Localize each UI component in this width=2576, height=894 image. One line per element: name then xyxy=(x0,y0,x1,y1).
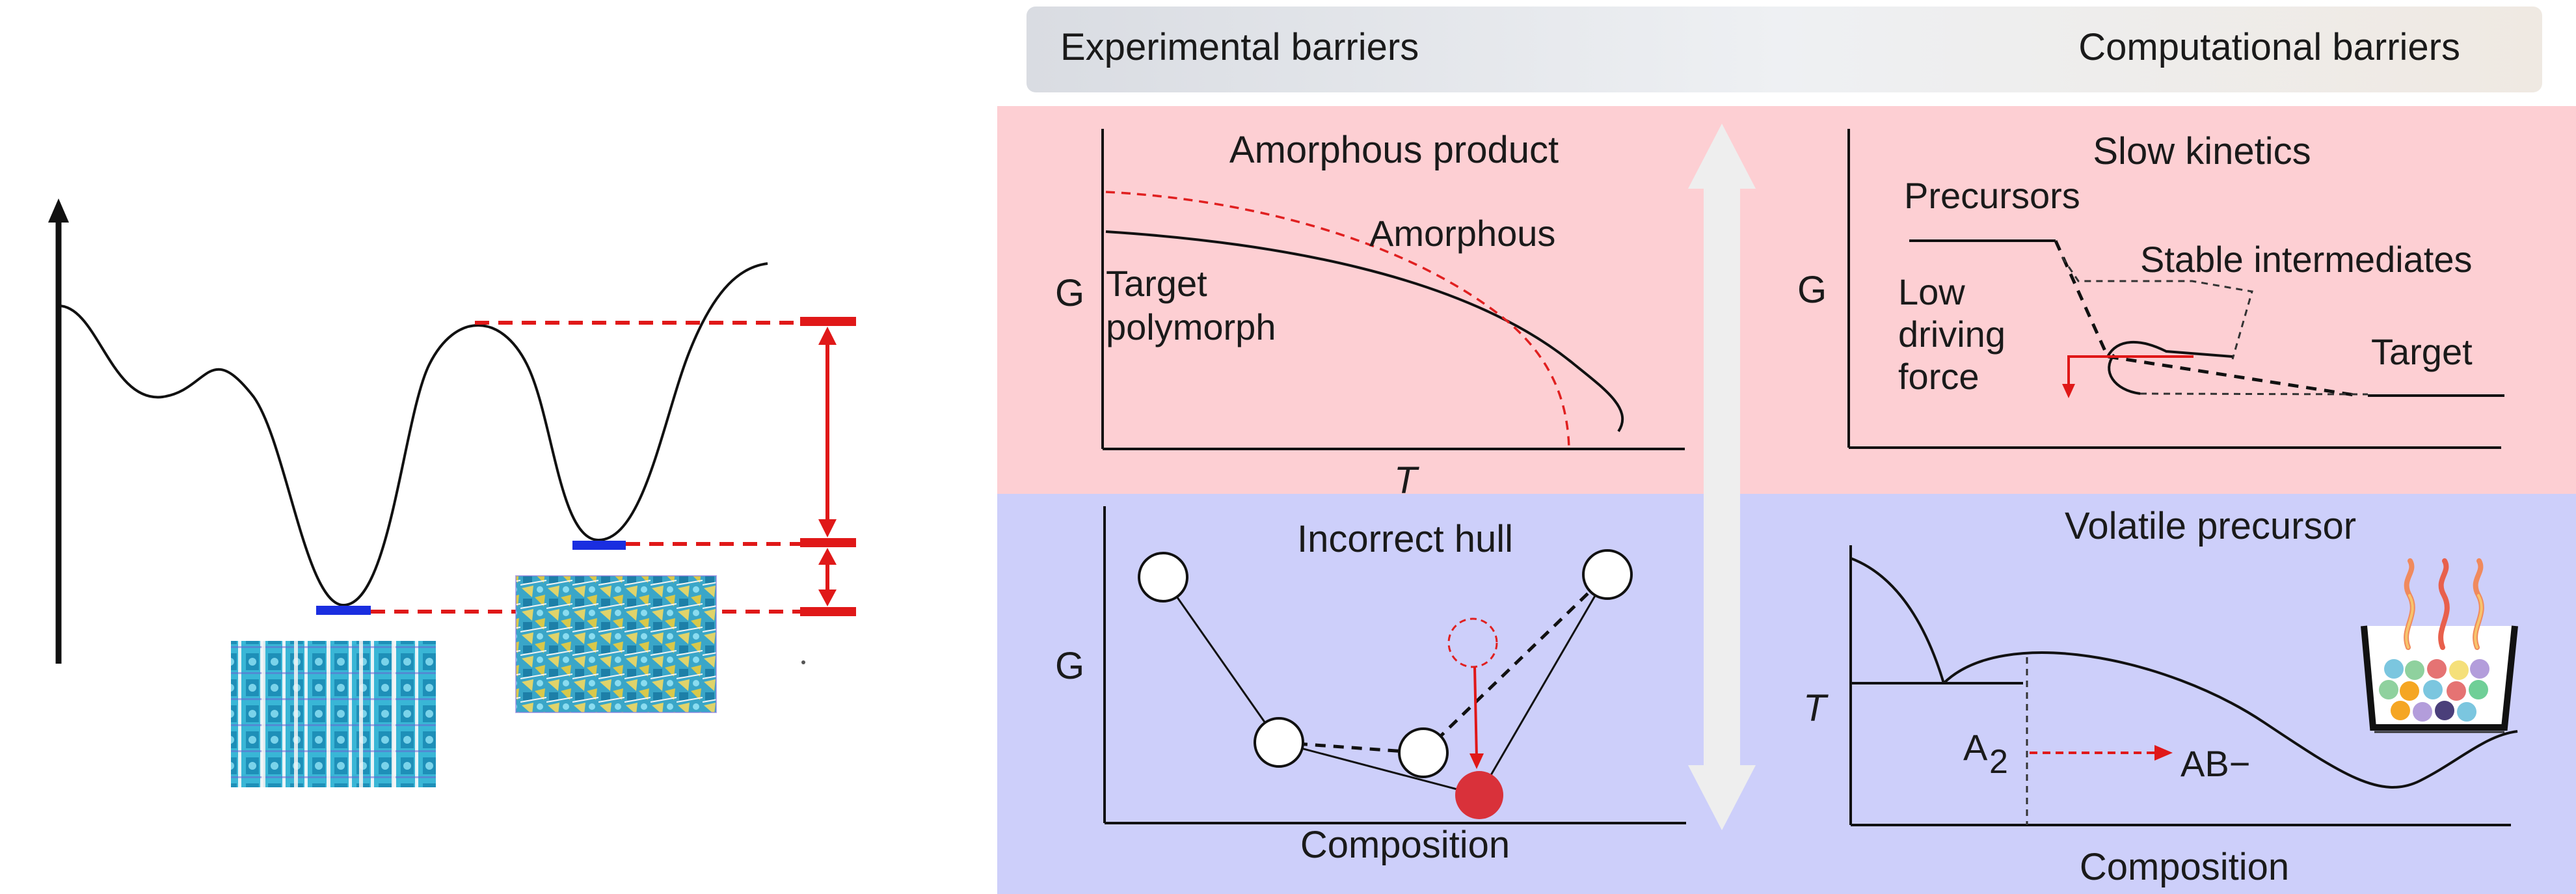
hull-shift-arrowhead xyxy=(1469,753,1484,769)
header-bar xyxy=(1026,7,2542,92)
barrier-arrowhead-up xyxy=(818,327,837,345)
amorphous-y-label: G xyxy=(1055,272,1084,314)
volatile-y-label: T xyxy=(1803,687,1829,729)
amorphous-title: Amorphous product xyxy=(1229,129,1559,171)
hull-y-label: G xyxy=(1055,645,1084,687)
panel-volatile: Volatile precursor T Composition A 2 AB− xyxy=(1803,505,2518,888)
low-driving-label-3: force xyxy=(1898,356,1979,397)
target-label-line1: Target xyxy=(1106,263,1207,304)
a2-subscript: 2 xyxy=(1989,743,2008,781)
hull-edge-3 xyxy=(1478,574,1609,796)
liquidus-left xyxy=(1850,557,1945,684)
hull-x-label: Composition xyxy=(1300,824,1510,866)
hull-node-mid xyxy=(1254,717,1304,768)
crystal-structure-ordered xyxy=(231,641,436,787)
amorphous-curve xyxy=(1105,191,1570,450)
panel-amorphous: Amorphous product G T Amorphous Target p… xyxy=(1055,129,1685,502)
precursors-label: Precursors xyxy=(1904,175,2080,216)
crystal-structure-disordered xyxy=(515,575,717,713)
precursors-to-target-dashed xyxy=(2054,239,2359,398)
hull-node-true xyxy=(1455,771,1503,819)
stable-intermediates-label: Stable intermediates xyxy=(2140,239,2473,280)
target-polymorph-curve xyxy=(1105,230,1624,433)
hull-node-left xyxy=(1138,552,1188,603)
incorrect-hull-2 xyxy=(1422,573,1609,754)
driving-force-arrowhead xyxy=(2062,384,2075,398)
hull-shift-arrow xyxy=(1473,666,1478,759)
hull-edge-1 xyxy=(1162,576,1280,743)
heat-waves-icon xyxy=(2404,558,2484,650)
energy-axis-arrowhead xyxy=(48,198,69,223)
hull-node-missing xyxy=(1447,617,1498,668)
driving-force-arrow xyxy=(2067,355,2194,389)
hull-title: Incorrect hull xyxy=(1297,518,1513,560)
liquidus-right xyxy=(1942,651,2518,789)
hull-node-right-low xyxy=(1398,727,1449,778)
crucible-icon xyxy=(2361,625,2518,733)
energy-landscape xyxy=(48,198,856,787)
barrier-arrowhead-down xyxy=(818,519,837,537)
low-driving-label-1: Low xyxy=(1898,271,1965,312)
kinetics-title: Slow kinetics xyxy=(2093,130,2311,172)
volatile-title: Volatile precursor xyxy=(2065,505,2356,547)
panel-hull: Incorrect hull G Composition xyxy=(1055,506,1686,866)
intermediate-level xyxy=(2106,340,2233,358)
target-label-line2: polymorph xyxy=(1106,306,1276,347)
volatility-arrowhead xyxy=(2154,745,2173,761)
amorphous-curve-label: Amorphous xyxy=(1369,213,1555,254)
panel-kinetics: Slow kinetics G Precursors Stable interm… xyxy=(1797,129,2504,449)
header-experimental: Experimental barriers xyxy=(1060,26,1419,68)
intermediate-well xyxy=(2108,353,2141,395)
top-section-bg xyxy=(997,106,2576,494)
bottom-section-bg xyxy=(997,494,2576,894)
difference-arrowhead-down xyxy=(818,589,837,606)
difference-arrowhead-up xyxy=(818,548,837,565)
low-driving-label-2: driving xyxy=(1898,314,2006,355)
volatile-x-label: Composition xyxy=(2080,846,2289,888)
double-arrow-icon xyxy=(1688,124,1756,830)
intermediate-path-dashed xyxy=(2061,256,2253,360)
a2-label: A xyxy=(1963,727,1988,768)
header-computational: Computational barriers xyxy=(2078,26,2460,68)
hull-node-right xyxy=(1582,549,1633,600)
hull-edge-2 xyxy=(1278,741,1480,796)
target-level-label: Target xyxy=(2371,331,2473,372)
kinetics-y-label: G xyxy=(1797,269,1827,311)
amorphous-x-label: T xyxy=(1394,459,1419,502)
ab-label: AB− xyxy=(2180,743,2250,784)
energy-curve xyxy=(58,262,768,607)
